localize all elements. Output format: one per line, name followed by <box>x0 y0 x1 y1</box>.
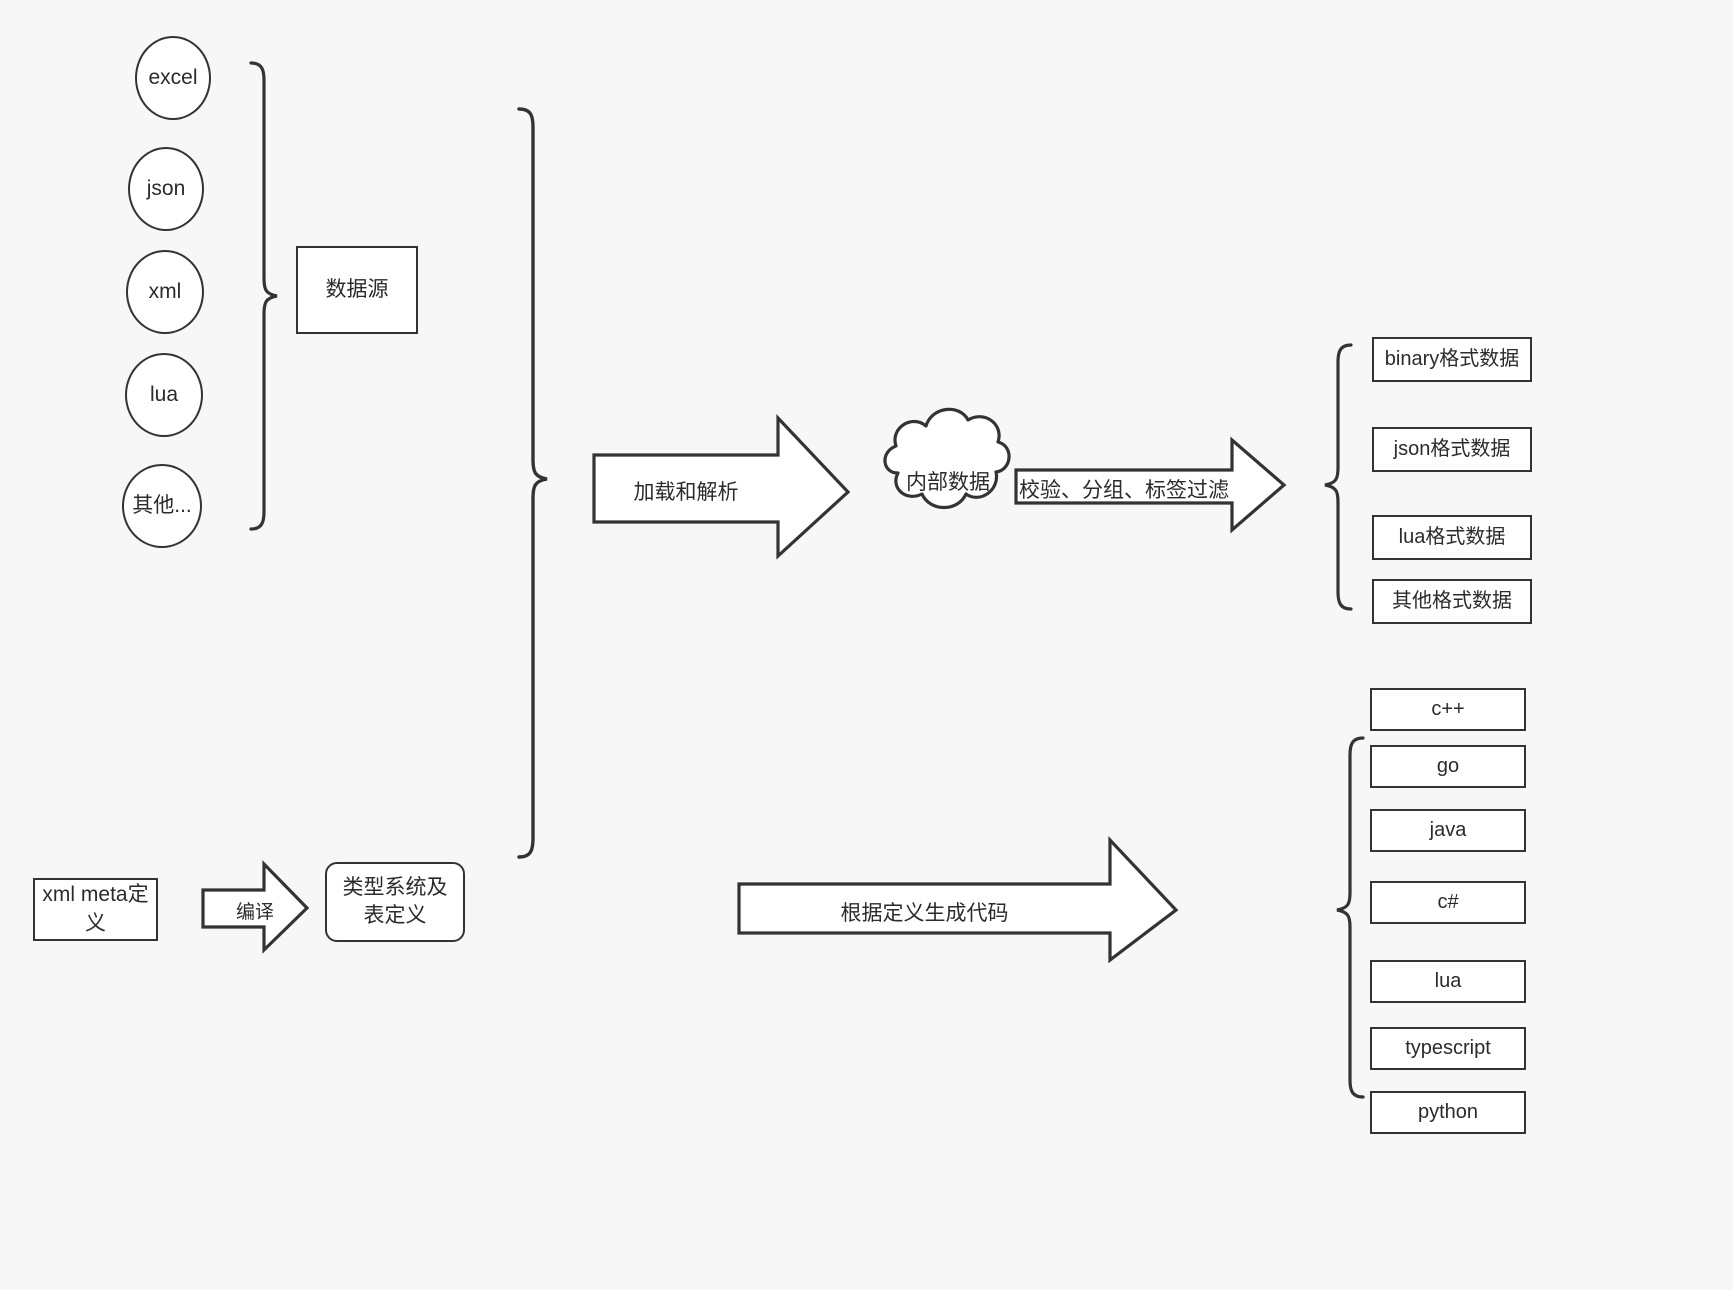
output-language-python[interactable]: python <box>1370 1091 1526 1134</box>
load-parse-arrow <box>592 413 851 560</box>
output-language-lua[interactable]: lua <box>1370 960 1526 1003</box>
output-format-binary[interactable]: binary格式数据 <box>1372 337 1532 382</box>
source-group-brace <box>249 61 278 531</box>
output-format-other[interactable]: 其他格式数据 <box>1372 579 1532 624</box>
output-language-label: typescript <box>1405 1037 1491 1059</box>
codegen-arrow <box>737 835 1179 964</box>
output-language-label: c# <box>1437 891 1459 913</box>
type-system-label: 类型系统及表定义 <box>342 875 448 927</box>
output-format-label: 其他格式数据 <box>1392 590 1512 612</box>
output-format-label: lua格式数据 <box>1398 526 1506 548</box>
output-language-typescript[interactable]: typescript <box>1370 1027 1526 1070</box>
language-group-brace <box>1336 736 1365 1099</box>
data-source-box[interactable]: 数据源 <box>296 246 418 334</box>
source-node-other[interactable]: 其他... <box>122 464 202 548</box>
source-label: 其他... <box>132 493 192 517</box>
output-language-java[interactable]: java <box>1370 809 1526 852</box>
output-language-label: python <box>1417 1101 1479 1123</box>
type-system-box[interactable]: 类型系统及表定义 <box>325 862 465 942</box>
load-parse-arrow-label: 加载和解析 <box>633 481 739 504</box>
output-format-label: binary格式数据 <box>1384 348 1520 370</box>
xml-meta-label: xml meta定义 <box>42 883 149 935</box>
output-language-cpp[interactable]: c++ <box>1370 688 1526 731</box>
source-node-lua[interactable]: lua <box>125 353 203 437</box>
internal-data-label: 内部数据 <box>906 471 990 494</box>
output-format-json[interactable]: json格式数据 <box>1372 427 1532 472</box>
source-label: json <box>146 176 186 200</box>
source-node-xml[interactable]: xml <box>126 250 204 334</box>
output-language-label: c++ <box>1431 698 1465 720</box>
output-format-lua[interactable]: lua格式数据 <box>1372 515 1532 560</box>
data-format-group-brace <box>1324 343 1353 611</box>
filter-arrow <box>1014 436 1287 534</box>
source-label: xml <box>148 279 182 303</box>
data-source-label: 数据源 <box>325 277 389 301</box>
output-language-go[interactable]: go <box>1370 745 1526 788</box>
source-label: lua <box>149 382 179 406</box>
compile-arrow-label: 编译 <box>235 902 274 923</box>
codegen-arrow-label: 根据定义生成代码 <box>840 902 1009 925</box>
output-language-csharp[interactable]: c# <box>1370 881 1526 924</box>
pipeline-input-brace <box>517 107 548 859</box>
source-node-excel[interactable]: excel <box>135 36 211 120</box>
xml-meta-box[interactable]: xml meta定义 <box>33 878 158 941</box>
compile-arrow <box>201 860 310 954</box>
source-label: excel <box>148 65 198 89</box>
filter-arrow-label: 校验、分组、标签过滤 <box>1019 479 1229 502</box>
output-language-label: go <box>1436 755 1460 777</box>
output-format-label: json格式数据 <box>1393 438 1511 460</box>
output-language-label: java <box>1429 819 1467 841</box>
source-node-json[interactable]: json <box>128 147 204 231</box>
output-language-label: lua <box>1434 970 1462 992</box>
